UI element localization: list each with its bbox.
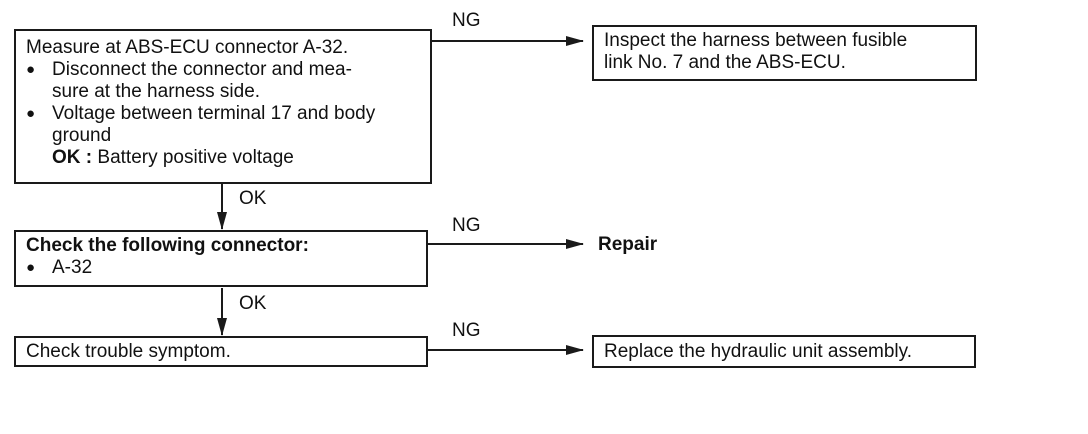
check-connector-bullet-1: ● A-32 xyxy=(26,257,420,279)
bullet-icon: ● xyxy=(26,259,36,276)
bullet-icon: ● xyxy=(26,105,36,122)
bullet-icon: ● xyxy=(26,61,36,78)
measure-bullet-2-line-1: Voltage between terminal 17 and body xyxy=(52,103,376,124)
measure-bullet-2: ● Voltage between terminal 17 and body g… xyxy=(26,103,424,169)
measure-bullet-1-line-2: sure at the harness side. xyxy=(52,81,261,102)
replace-text: Replace the hydraulic unit assembly. xyxy=(604,341,913,362)
repair-text: Repair xyxy=(598,234,658,255)
ng-label-3: NG xyxy=(452,320,481,341)
replace-box: Replace the hydraulic unit assembly. xyxy=(592,335,976,368)
inspect-line-1: Inspect the harness between fusible xyxy=(604,30,908,51)
check-connector-title: Check the following connector: xyxy=(26,235,309,256)
measure-bullet-2-line-2: ground xyxy=(52,125,112,146)
ok-label-1: OK xyxy=(239,188,267,209)
measure-box: Measure at ABS-ECU connector A-32. ● Dis… xyxy=(14,29,432,184)
check-connector-bullet-1-text: A-32 xyxy=(52,257,93,278)
ng-label-2: NG xyxy=(452,215,481,236)
measure-ok-value: Battery positive voltage xyxy=(97,147,294,168)
measure-title: Measure at ABS-ECU connector A-32. xyxy=(26,37,349,58)
check-connector-box: Check the following connector: ● A-32 xyxy=(14,230,428,287)
measure-ok-line: OK : Battery positive voltage xyxy=(52,147,424,169)
measure-bullet-1: ● Disconnect the connector and mea- sure… xyxy=(26,59,424,103)
check-trouble-box: Check trouble symptom. xyxy=(14,336,428,367)
inspect-line-2: link No. 7 and the ABS-ECU. xyxy=(604,52,846,73)
inspect-box: Inspect the harness between fusible link… xyxy=(592,25,977,81)
measure-bullet-1-line-1: Disconnect the connector and mea- xyxy=(52,59,352,80)
ok-label-2: OK xyxy=(239,293,267,314)
ng-label-1: NG xyxy=(452,10,481,31)
check-trouble-text: Check trouble symptom. xyxy=(26,341,231,362)
measure-ok-label: OK : xyxy=(52,147,93,168)
